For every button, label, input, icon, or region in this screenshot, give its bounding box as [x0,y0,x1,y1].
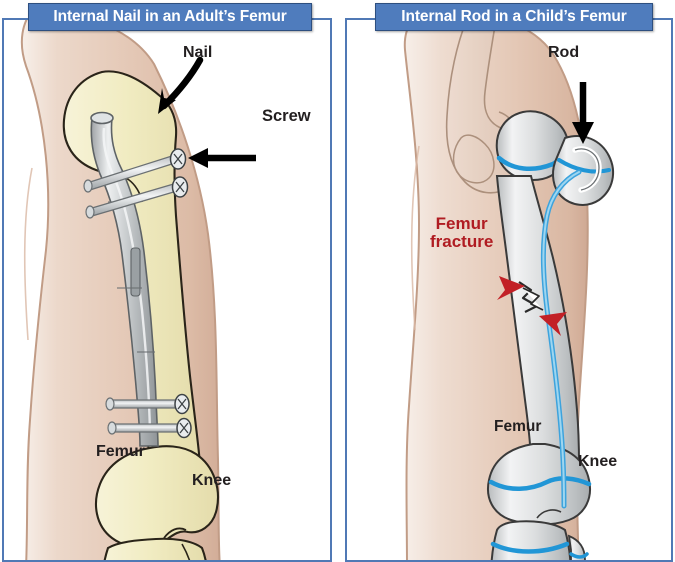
adult-tibia [100,537,210,560]
distal-screws [105,393,192,439]
label-nail: Nail [183,44,213,61]
panel-adult-femur [2,18,332,562]
growth-plate-distal-femur [488,476,592,491]
label-femur-fracture-line1: Femur [435,214,488,233]
nail-arrow [158,56,204,114]
label-femur-child: Femur [494,418,542,435]
panel-title-child: Internal Rod in a Child’s Femur [375,3,653,31]
adult-distal-femur [95,445,220,549]
label-knee-adult: Knee [192,472,232,489]
proximal-screws [83,148,189,219]
fracture-arrowheads [497,276,567,336]
child-femur-illustration [347,20,671,560]
femur-fracture-site [518,281,544,313]
rod-arrow [572,82,594,144]
child-tibia [489,520,573,560]
panel-child-femur [345,18,673,562]
label-screw: Screw [262,107,311,125]
panel-title-adult: Internal Nail in an Adult’s Femur [28,3,312,31]
label-femur-fracture-line2: fracture [430,231,494,251]
label-femur-fracture: Femur fracture [430,215,493,251]
adult-femur-illustration [4,20,330,560]
growth-plate-tibia [490,541,570,554]
label-rod: Rod [548,44,580,61]
label-knee-child: Knee [578,453,618,470]
label-femur-adult: Femur [96,443,145,460]
screw-arrow [188,148,256,168]
